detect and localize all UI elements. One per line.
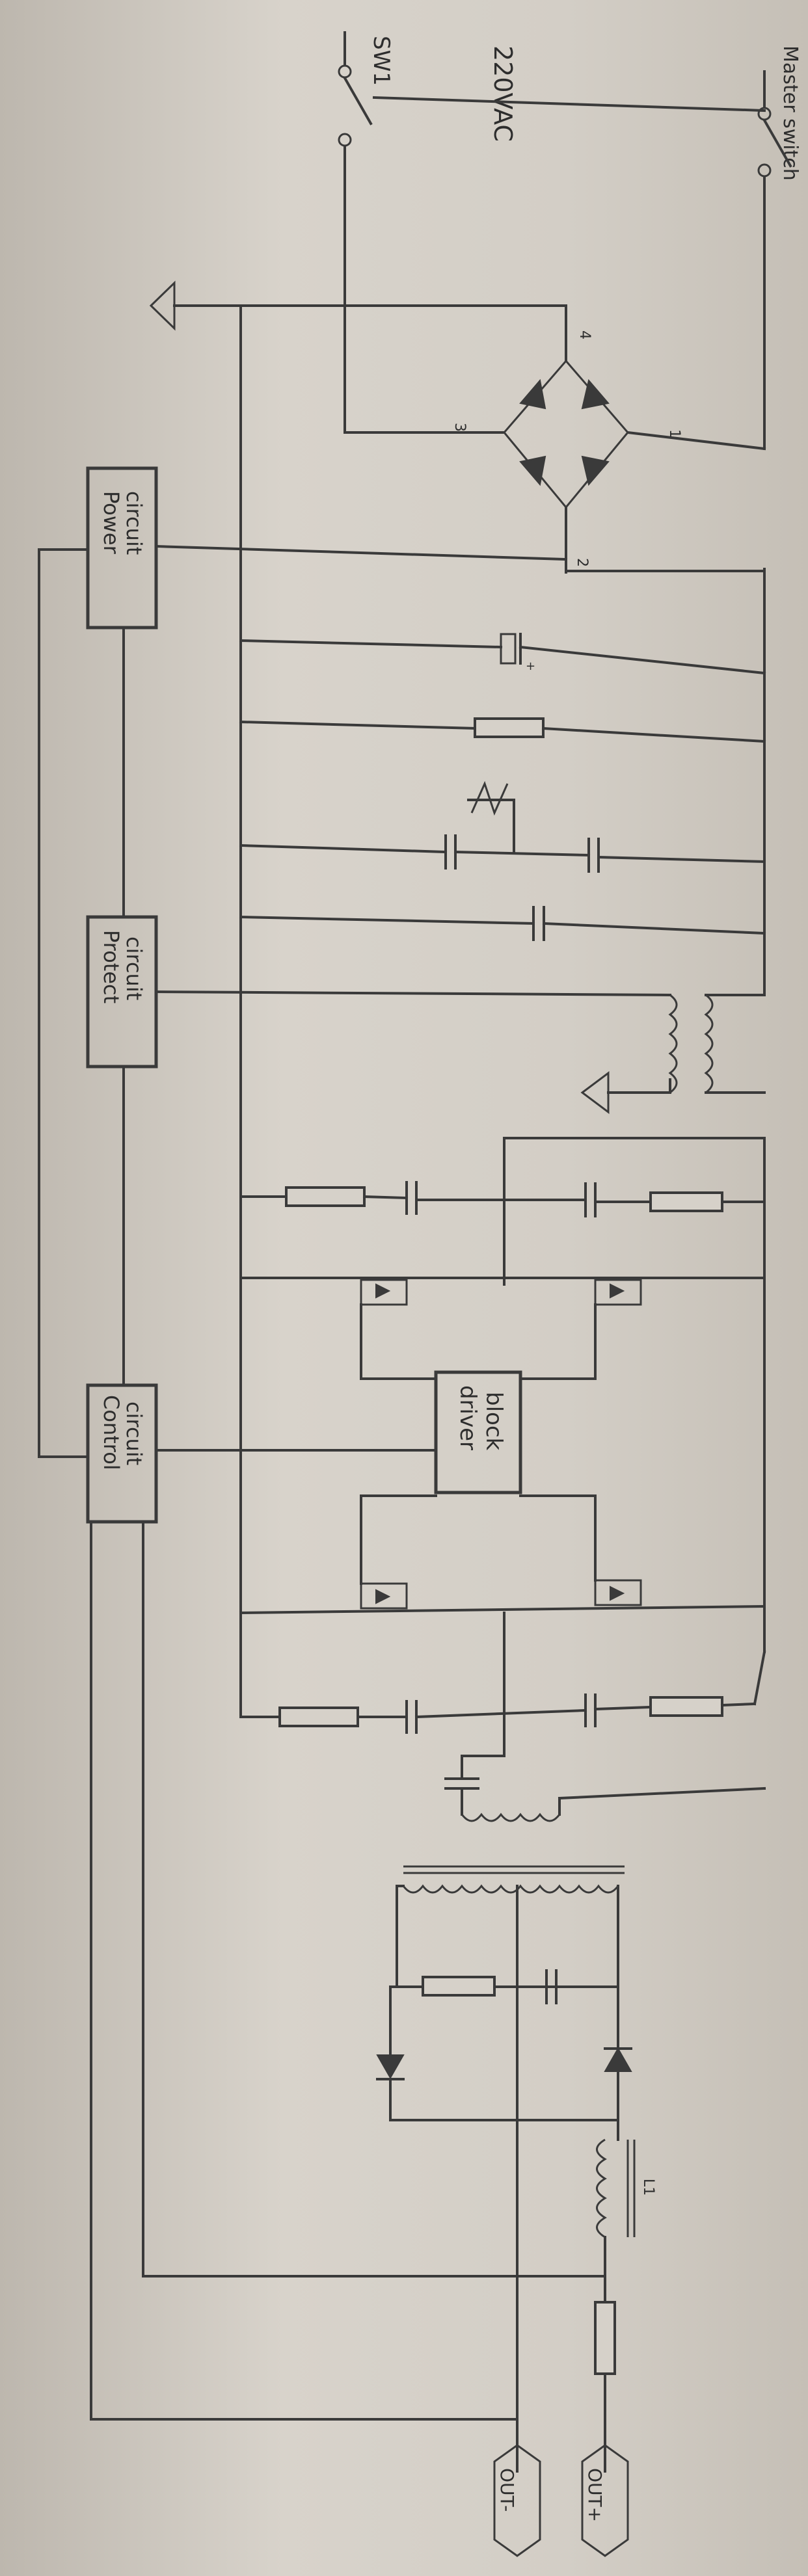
bridge-pin-4: 4 [576,330,593,339]
ground-symbol-mid [580,1071,610,1114]
control-circuit-label-2: circuit [122,1401,146,1465]
current-sense-transformer [154,990,766,1114]
bridge-pin-3: 3 [451,423,468,432]
mosfet-upper-left [360,1279,408,1380]
control-circuit-label-1: Control [99,1395,124,1470]
mosfet-lower-right [594,1494,642,1606]
output-inductor: L1 [596,2138,656,2277]
power-circuit-label-2: circuit [122,491,146,555]
power-circuit-box: Power circuit [86,466,158,630]
mosfet-lower-left [360,1494,408,1610]
snubber-upper [239,1137,766,1286]
bridge-rectifier: 4 1 3 2 [343,304,766,574]
capacitor-row [239,906,766,941]
output-terminal-negative: OUT- [90,2418,541,2557]
supply-label: 220VAC [489,46,517,142]
svg-text:+: + [526,659,535,673]
resistor-row-1 [239,717,766,743]
output-terminal-positive: OUT+ [581,2444,629,2557]
protect-circuit-box: Protect circuit [86,915,158,1069]
secondary-rectifier [376,1885,632,2473]
snubber-lower [239,1612,766,1757]
protect-circuit-label-1: Protect [99,930,124,1003]
sw1-label: SW1 [368,36,394,86]
electrolytic-capacitor: + [239,633,766,675]
master-switch-label: Master switch [779,46,801,181]
power-circuit-label-1: Power [99,491,124,555]
inductor-label: L1 [640,2179,656,2196]
bridge-pin-2: 2 [574,558,590,567]
driver-block: driver block [155,1370,597,1497]
driver-block-label-1: driver [455,1385,481,1450]
master-switch [757,70,792,450]
mosfet-upper-right [594,1279,642,1380]
varistor-and-capacitors [239,780,766,873]
out-negative-label: OUT- [496,2468,518,2512]
ground-symbol-top [149,280,567,331]
driver-block-label-2: block [481,1392,507,1451]
out-positive-label: OUT+ [584,2468,606,2522]
bridge-pin-1: 1 [666,429,682,438]
protect-circuit-label-2: circuit [122,936,146,1000]
main-transformer [396,1786,766,1988]
output-shunt [142,2275,616,2473]
coupling-capacitor [444,1755,505,1816]
control-circuit-box: Control circuit [86,1383,158,1524]
sw1-switch [338,31,373,434]
